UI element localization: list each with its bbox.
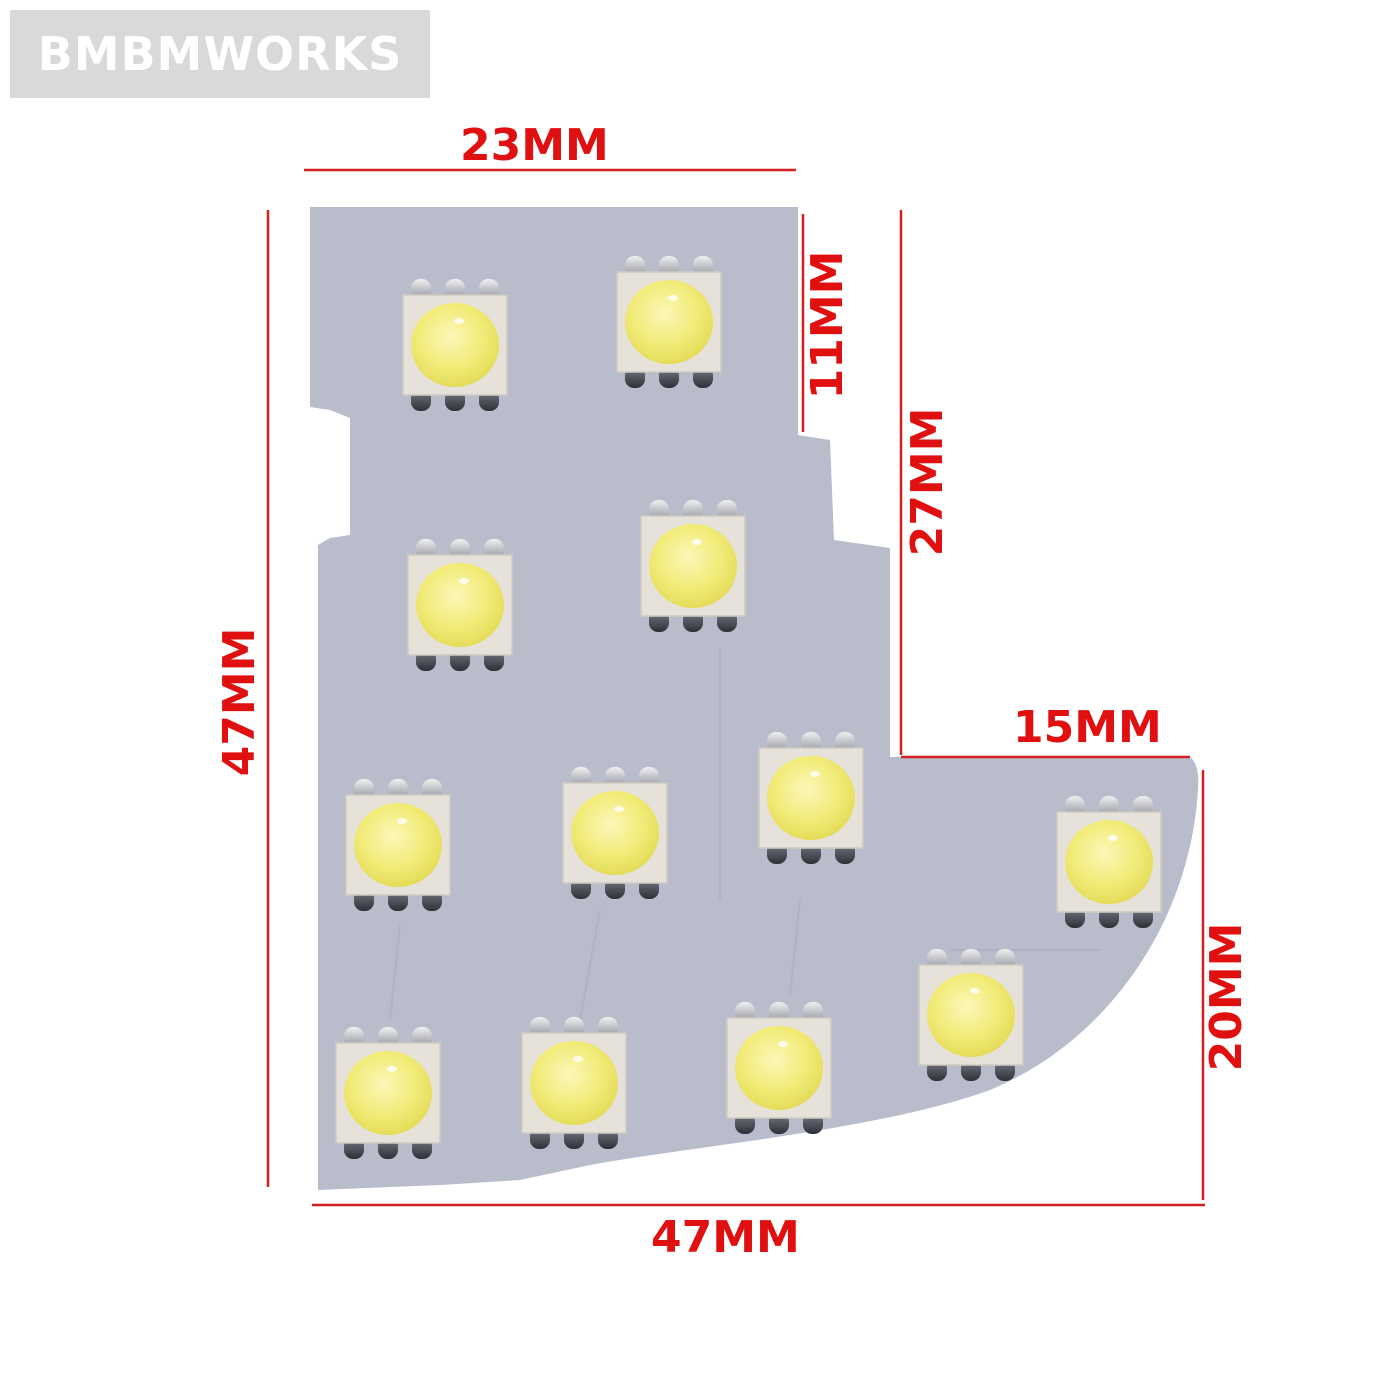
led-11 <box>521 1016 627 1150</box>
led-6 <box>562 766 668 900</box>
led-5 <box>345 778 451 912</box>
dim-label-overall-width: 47MM <box>651 1212 800 1263</box>
led-1 <box>402 278 508 412</box>
led-4 <box>407 538 513 672</box>
dim-label-overall-height: 47MM <box>214 627 265 777</box>
led-12 <box>335 1026 441 1160</box>
led-2 <box>616 255 722 389</box>
dim-label-top-step: 11MM <box>802 250 853 400</box>
watermark-text: BMBMWORKS <box>37 27 403 81</box>
led-9 <box>918 948 1024 1082</box>
led-7 <box>758 731 864 865</box>
watermark-logo: BMBMWORKS <box>10 10 430 98</box>
dim-label-upper-section: 27MM <box>902 407 953 557</box>
pcb-board <box>310 207 1199 1190</box>
dimension-lines <box>266 168 1205 1207</box>
dim-label-lower-right: 20MM <box>1201 922 1252 1072</box>
dim-label-step-width: 15MM <box>1013 702 1162 753</box>
led-8 <box>1056 795 1162 929</box>
dim-label-top-width: 23MM <box>460 120 609 171</box>
led-10 <box>726 1001 832 1135</box>
led-3 <box>640 499 746 633</box>
